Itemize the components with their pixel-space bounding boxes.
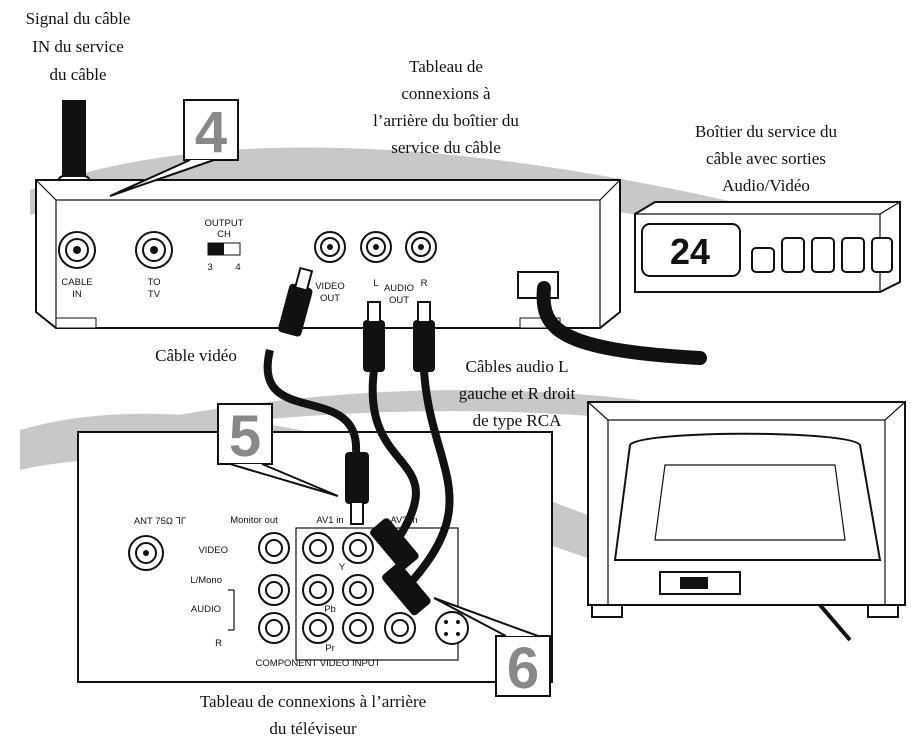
video-out-label: OUT: [320, 293, 340, 304]
right-arc: [100, 390, 640, 440]
caption-line: du téléviseur: [269, 719, 357, 738]
rca-jack: [302, 574, 334, 606]
output-ch-label: CH: [217, 229, 231, 240]
caption-cable-signal: Signal du câble IN du service du câble: [26, 9, 131, 84]
caption-line: Signal du câble: [26, 9, 131, 28]
rca-jack: [302, 612, 334, 644]
top-arc: [30, 147, 830, 250]
r-label: R: [215, 638, 222, 649]
caption-line: l’arrière du boîtier du: [373, 111, 519, 130]
front-button: [841, 237, 865, 273]
rca-jack: [302, 532, 334, 564]
caption-rear-panel-cable-box: Tableau de connexions à l’arrière du boî…: [373, 57, 519, 157]
caption-line: Câbles audio L: [466, 357, 569, 376]
audio-out-l-jack: [360, 231, 392, 263]
tv-rear-panel: ANT 75Ω ⅂Γ Monitor out AV1 in AV2 in VID…: [77, 431, 553, 683]
front-button: [781, 237, 805, 273]
caption-line: gauche et R droit: [459, 384, 576, 403]
cable-in-label: CABLE: [61, 277, 92, 288]
rca-jack: [258, 574, 290, 606]
audio-r-cable-wire: [399, 369, 454, 595]
audio-l-plug-bottom: [370, 518, 419, 571]
cable-in-jack: [58, 231, 96, 269]
audio-out-r-jack: [405, 231, 437, 263]
video-plug-top: [278, 266, 314, 337]
to-tv-label: TO: [147, 277, 160, 288]
cable-box-rear-panel: CABLE IN TO TV OUTPUT CH 3 4: [35, 179, 621, 329]
antenna-label: ANT 75Ω ⅂Γ: [134, 516, 186, 527]
audio-label: AUDIO: [191, 604, 221, 615]
pb-label: Pb: [324, 604, 336, 615]
front-button: [811, 237, 835, 273]
audio-out-label: OUT: [389, 295, 409, 306]
television-rear: [587, 401, 906, 642]
component-input-label: COMPONENT VIDEO INPUT: [256, 658, 381, 669]
cable-box-front: 24: [634, 201, 901, 293]
step-5-callout: 5: [217, 403, 339, 497]
video-label: VIDEO: [198, 545, 228, 556]
video-cable-wire: [263, 349, 361, 453]
cable-in-label: IN: [72, 289, 82, 300]
av1-in-label: AV1 in: [316, 515, 343, 526]
to-tv-jack: [135, 231, 173, 269]
caption-line: de type RCA: [473, 411, 562, 430]
switch-position-3: 3: [207, 262, 212, 273]
caption-line: câble avec sorties: [706, 149, 826, 168]
jack-grid: [258, 532, 469, 645]
channel-switch: [207, 242, 241, 256]
audio-right-label: R: [421, 278, 428, 289]
rca-jack: [258, 612, 290, 644]
output-ch-label: OUTPUT: [204, 218, 243, 229]
rca-jack: [342, 574, 374, 606]
caption-audio-cables: Câbles audio L gauche et R droit de type…: [459, 357, 576, 430]
step-number: 5: [229, 404, 261, 469]
video-out-label: VIDEO: [315, 281, 345, 292]
audio-out-label: AUDIO: [384, 283, 414, 294]
caption-line: IN du service: [32, 37, 124, 56]
audio-l-cable-wire: [368, 369, 420, 551]
caption-video-cable: Câble vidéo: [155, 346, 237, 365]
front-button: [751, 247, 775, 273]
switch-position-4: 4: [235, 262, 240, 273]
caption-line: Tableau de: [409, 57, 483, 76]
caption-line: connexions à: [401, 84, 491, 103]
video-plug-bottom: [345, 452, 369, 525]
audio-l-plug-top: [363, 301, 385, 372]
caption-line: du câble: [49, 65, 106, 84]
video-out-jack: [314, 231, 346, 263]
caption-line: Audio/Vidéo: [722, 176, 810, 195]
incoming-cable: [62, 100, 86, 180]
audio-r-plug-top: [413, 301, 435, 372]
rca-jack: [384, 612, 416, 644]
front-button: [871, 237, 893, 273]
to-tv-label: TV: [148, 289, 161, 300]
antenna-jack: [128, 535, 164, 571]
step-number: 4: [195, 100, 227, 165]
l-mono-label: L/Mono: [190, 575, 222, 586]
monitor-out-label: Monitor out: [230, 515, 278, 526]
audio-left-label: L: [373, 278, 378, 289]
channel-display: [641, 223, 741, 277]
step-number: 6: [507, 636, 539, 701]
step-6-callout: 6: [433, 597, 551, 701]
y-label: Y: [339, 562, 346, 573]
caption-line: Tableau de connexions à l’arrière: [200, 692, 426, 711]
caption-tv-rear-panel: Tableau de connexions à l’arrière du tél…: [200, 692, 426, 738]
rca-jack: [342, 532, 374, 564]
caption-cable-box-front: Boîtier du service du câble avec sorties…: [695, 122, 838, 195]
pr-label: Pr: [325, 643, 335, 654]
caption-line: service du câble: [391, 138, 501, 157]
rca-jack: [342, 612, 374, 644]
rca-jack: [258, 532, 290, 564]
power-cord: [536, 281, 707, 365]
caption-line: Boîtier du service du: [695, 122, 838, 141]
audio-r-plug-bottom: [382, 563, 431, 616]
step-4-callout: 4: [109, 99, 239, 197]
channel-number: 24: [670, 231, 710, 272]
svideo-jack: [435, 611, 469, 645]
